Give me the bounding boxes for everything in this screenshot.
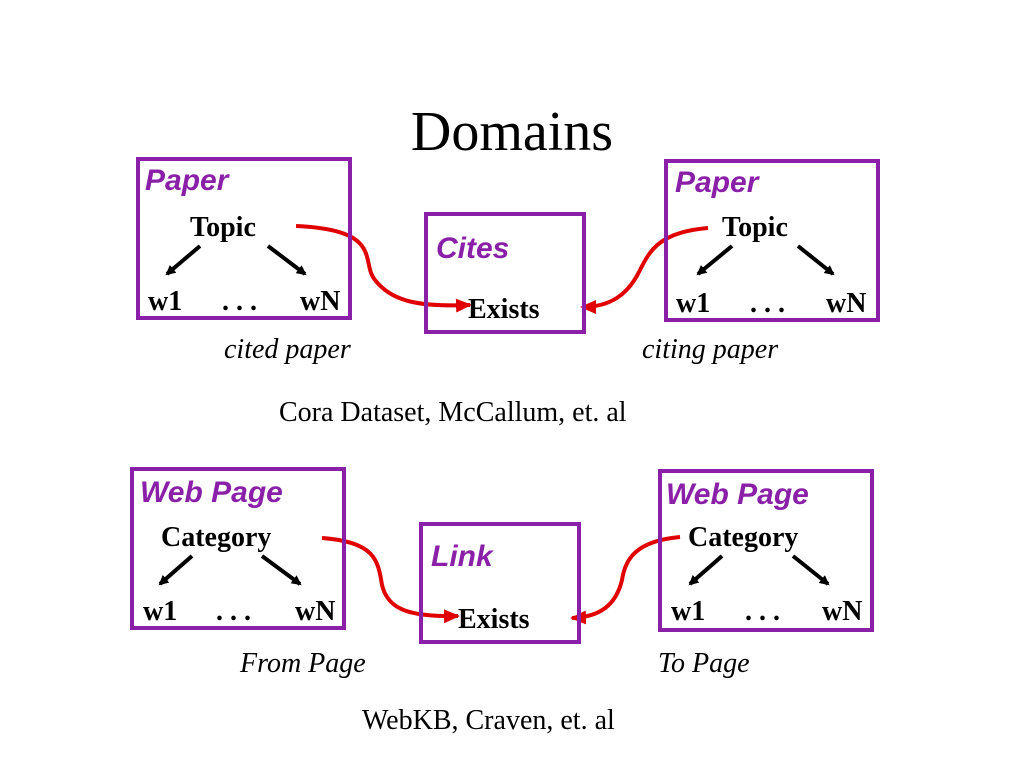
word-w1-left: w1 — [148, 286, 183, 317]
webpage-entity-right — [658, 469, 874, 632]
paper-entity-left — [136, 157, 352, 320]
attribute-exists-cites: Exists — [468, 294, 540, 325]
attribute-category-left: Category — [161, 522, 272, 553]
arrow-topic-wn-left — [266, 244, 307, 276]
caption-citing-paper: citing paper — [642, 334, 779, 365]
word-w1-right: w1 — [676, 288, 711, 319]
link-relation — [419, 522, 581, 644]
page-title: Domains — [410, 101, 614, 163]
word-w1-left-2: w1 — [143, 596, 178, 627]
ellipsis-right: . . . — [750, 288, 785, 319]
arrow-category-wn-right — [791, 554, 830, 586]
webpage-entity-left — [130, 467, 346, 630]
attribute-category-right: Category — [688, 522, 799, 553]
word-wn-left: wN — [300, 286, 341, 317]
relation-label-cites: Cites — [436, 232, 510, 265]
ellipsis-right-2: . . . — [745, 596, 780, 627]
ellipsis-left-2: . . . — [216, 596, 251, 627]
word-w1-right-2: w1 — [671, 596, 706, 627]
arrow-category-w1-left — [158, 554, 194, 586]
caption-to-page: To Page — [658, 648, 750, 679]
cites-relation — [424, 212, 586, 334]
word-wn-right: wN — [826, 288, 867, 319]
attribute-exists-link: Exists — [458, 604, 530, 635]
arrow-category-w1-right — [688, 554, 724, 586]
entity-label-webpage-left: Web Page — [140, 476, 283, 509]
ellipsis-left: . . . — [222, 286, 257, 317]
attribute-topic-right: Topic — [722, 212, 788, 243]
source-webkb: WebKB, Craven, et. al — [362, 705, 615, 736]
caption-from-page: From Page — [240, 648, 366, 679]
entity-label-paper-left: Paper — [145, 164, 229, 197]
caption-cited-paper: cited paper — [224, 334, 351, 365]
source-cora: Cora Dataset, McCallum, et. al — [279, 397, 627, 428]
paper-entity-right — [664, 159, 880, 322]
attribute-topic-left: Topic — [190, 212, 256, 243]
arrow-category-wn-left — [260, 554, 302, 586]
arrow-topic-w1-left — [165, 244, 202, 276]
link-arrow-to — [570, 535, 681, 625]
word-wn-right-2: wN — [822, 596, 863, 627]
entity-label-webpage-right: Web Page — [666, 478, 809, 511]
word-wn-left-2: wN — [295, 596, 336, 627]
arrow-topic-w1-right — [696, 244, 734, 276]
relation-label-link: Link — [431, 540, 493, 573]
entity-label-paper-right: Paper — [675, 166, 759, 199]
link-arrow-citing — [580, 226, 709, 314]
arrow-topic-wn-right — [796, 244, 835, 276]
